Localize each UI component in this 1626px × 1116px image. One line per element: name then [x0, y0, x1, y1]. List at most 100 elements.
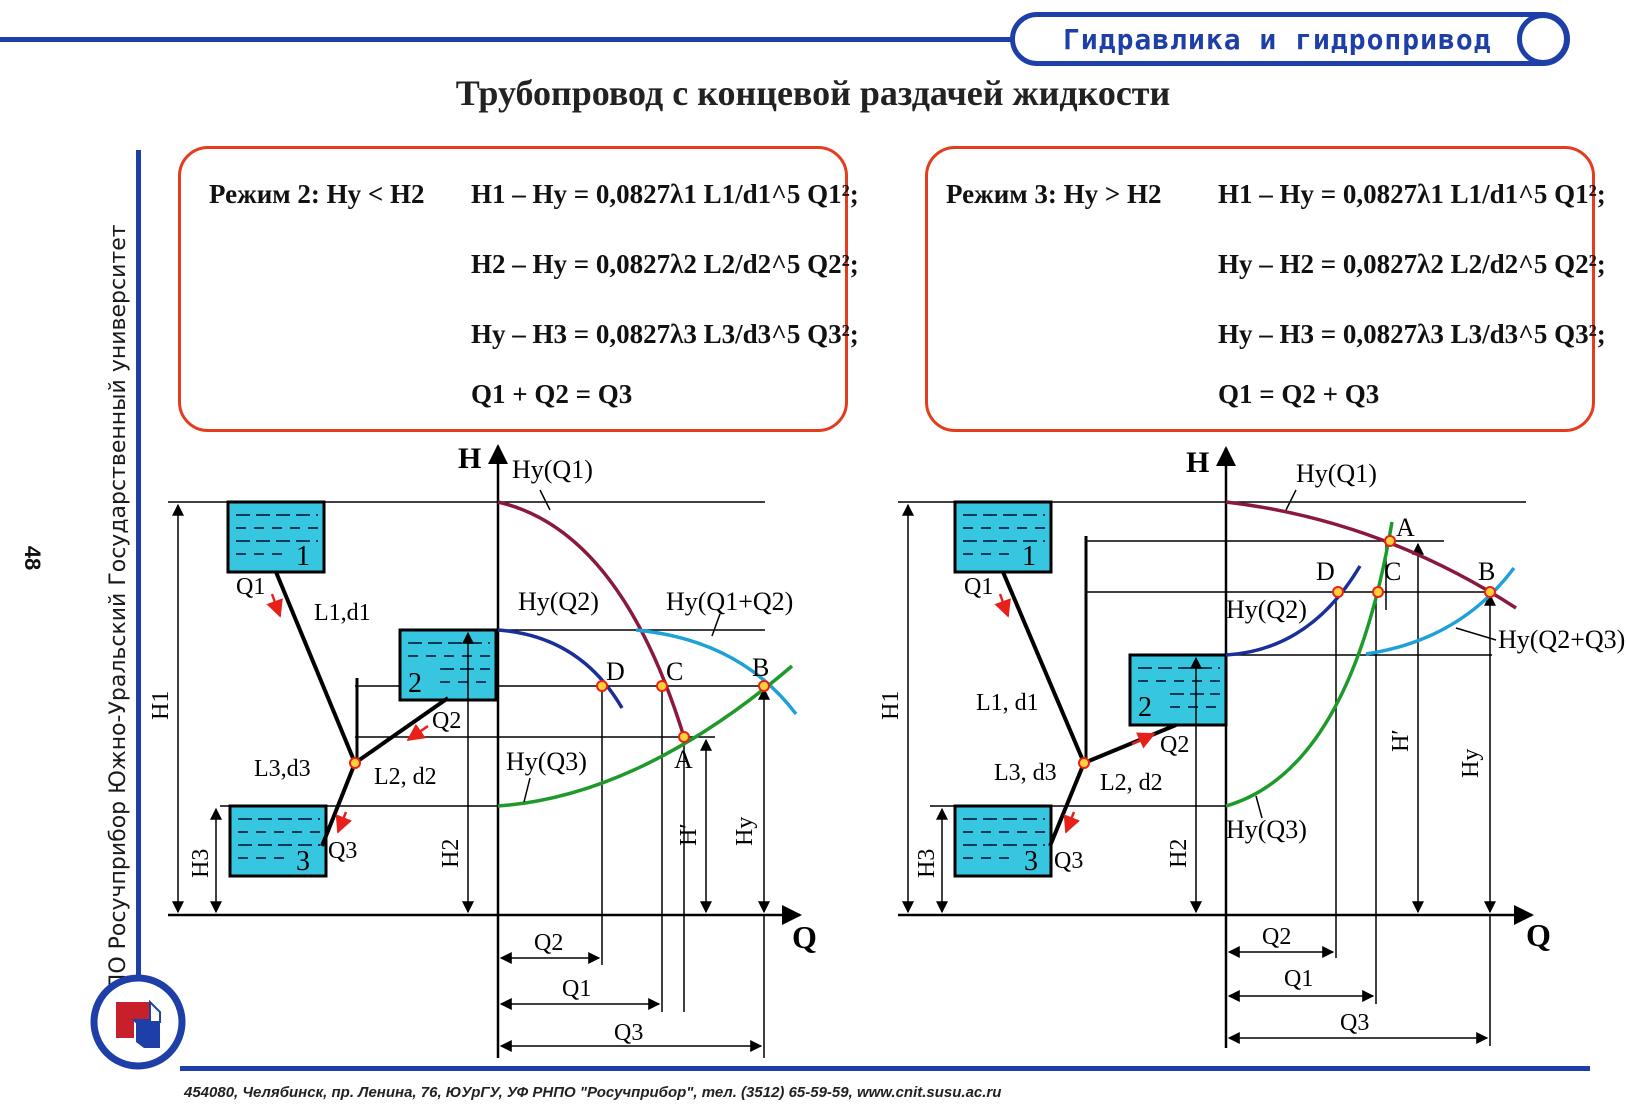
right-h1-label: H1	[878, 691, 904, 720]
right-pipe-1	[1001, 571, 1086, 764]
left-curve-q3	[497, 664, 794, 808]
left-tank-3-label: 3	[296, 846, 310, 877]
right-junction	[1078, 757, 1090, 769]
left-curve-q3-label: Hy(Q3)	[506, 747, 587, 776]
university-logo	[90, 974, 186, 1070]
left-pipe-2-label: L2, d2	[374, 764, 437, 790]
right-flow-arrow-2	[1131, 732, 1156, 749]
left-dim-q1-label: Q1	[562, 976, 591, 1002]
left-diagram: H Q 1 2	[148, 442, 817, 1058]
left-flow-arrow-1	[266, 593, 283, 618]
right-dim-q3-label: Q3	[1340, 1010, 1369, 1036]
right-point-d-label: D	[1316, 557, 1335, 586]
right-curve-sum	[1365, 566, 1516, 656]
mode2-box: Режим 2: Hy < H2 H1 – Hy = 0,0827λ1 L1/d…	[178, 146, 859, 432]
left-flow-arrow-3	[335, 811, 352, 834]
right-pipe-3	[1048, 762, 1086, 847]
right-curve-sum-label: Hy(Q2+Q3)	[1498, 625, 1625, 654]
right-axis-q-label: Q	[1526, 917, 1551, 953]
header-tab: Гидравлика и гидропривод	[1010, 12, 1570, 66]
right-curve-q1-leader	[1285, 489, 1297, 511]
mode2-label: Режим 2: Hy < H2	[209, 179, 425, 209]
right-flow-arrow-1	[994, 593, 1011, 618]
left-curve-sum-leader	[711, 613, 721, 637]
left-tank-3	[228, 804, 328, 878]
left-point-d	[596, 680, 608, 692]
left-curve-q1-label: Hy(Q1)	[512, 455, 593, 484]
mode2-eq1: H1 – Hy = 0,0827λ1 L1/d1^5 Q1²;	[471, 179, 859, 209]
left-bar	[136, 150, 141, 1030]
left-hprime-label: H′	[676, 823, 702, 846]
left-curve-sum-label: Hy(Q1+Q2)	[666, 587, 793, 616]
left-dim-q2-label: Q2	[534, 930, 563, 956]
left-curve-sum	[635, 628, 798, 716]
left-pipe-1	[274, 571, 357, 764]
left-curve-q2-label: Hy(Q2)	[518, 587, 599, 616]
header-label: Гидравлика и гидропривод	[1063, 23, 1492, 56]
mode3-eq1: H1 – Hy = 0,0827λ1 L1/d1^5 Q1²;	[1218, 179, 1606, 209]
left-h2-label: H2	[438, 839, 464, 868]
left-junction	[349, 757, 361, 769]
left-pipe-2	[353, 696, 450, 765]
right-point-a-label: A	[1396, 513, 1415, 542]
right-h3-label: H3	[914, 849, 940, 878]
left-flow-q2: Q2	[432, 708, 461, 734]
left-point-d-label: D	[606, 657, 625, 686]
mode2-eq4: Q1 + Q2 = Q3	[471, 379, 633, 409]
left-point-c-label: C	[666, 657, 683, 686]
left-flow-q1: Q1	[236, 574, 265, 600]
left-tank-3-waves	[238, 818, 320, 859]
right-flow-arrow-3	[1063, 811, 1080, 834]
left-curve-q2	[497, 628, 624, 709]
right-pipe-1-label: L1, d1	[976, 690, 1039, 716]
right-curve-q3	[1225, 521, 1394, 808]
right-flow-q3: Q3	[1054, 848, 1083, 874]
right-curve-q2-label: Hy(Q2)	[1226, 595, 1307, 624]
left-point-a-label: A	[674, 745, 693, 774]
right-curve-sum-leader	[1455, 627, 1497, 641]
right-pipe-2-label: L2, d2	[1100, 770, 1163, 796]
left-tank-1-waves	[236, 514, 318, 555]
right-point-c-label: C	[1384, 557, 1401, 586]
right-pipe-2	[1083, 723, 1177, 765]
left-point-c	[656, 680, 668, 692]
left-curve-q3-leader	[523, 777, 531, 803]
left-point-b	[758, 680, 770, 692]
footer-address: 454080, Челябинск, пр. Ленина, 76, ЮУрГУ…	[184, 1084, 1002, 1101]
mode3-eq3: Hy – H3 = 0,0827λ3 L3/d3^5 Q3²;	[1218, 319, 1606, 349]
right-tank-1-label: 1	[1022, 541, 1036, 572]
left-point-a	[678, 731, 690, 743]
left-axis-h-label: H	[458, 442, 481, 475]
left-tank-1	[226, 500, 326, 574]
right-curve-q3-label: Hy(Q3)	[1226, 815, 1307, 844]
left-tank-1-label: 1	[296, 541, 310, 572]
left-flow-arrow-2	[406, 723, 429, 742]
right-tank-1	[953, 500, 1053, 574]
right-curve-q2	[1225, 565, 1362, 657]
right-tank-3-waves	[963, 818, 1045, 859]
right-tank-3-label: 3	[1024, 846, 1038, 877]
right-point-b-label: B	[1478, 557, 1495, 586]
left-pipe-3-label: L3,d3	[254, 756, 311, 782]
mode3-eq2: Hy – H2 = 0,0827λ2 L2/d2^5 Q2²;	[1218, 249, 1606, 279]
left-h3-label: H3	[188, 849, 214, 878]
mode2-eq3: Hy – H3 = 0,0827λ3 L3/d3^5 Q3²;	[471, 319, 859, 349]
right-hprime-label: H′	[1388, 729, 1414, 752]
right-point-c	[1372, 586, 1384, 598]
mode3-eq4: Q1 = Q2 + Q3	[1218, 379, 1380, 409]
right-tank-2-label: 2	[1138, 692, 1152, 723]
right-point-a	[1384, 535, 1396, 547]
left-point-b-label: B	[752, 653, 769, 682]
left-curve-q1	[497, 500, 686, 738]
right-point-d	[1332, 586, 1344, 598]
bottom-line	[180, 1066, 1590, 1071]
mode3-label: Режим 3: Hy > H2	[946, 179, 1162, 209]
right-tank-3	[953, 804, 1053, 878]
right-pipe-3-label: L3, d3	[994, 760, 1057, 786]
left-h1-label: H1	[148, 691, 174, 720]
left-axis-q-label: Q	[792, 919, 817, 955]
left-pipe-1-label: L1,d1	[314, 600, 371, 626]
left-hy-label: Hy	[732, 817, 758, 846]
